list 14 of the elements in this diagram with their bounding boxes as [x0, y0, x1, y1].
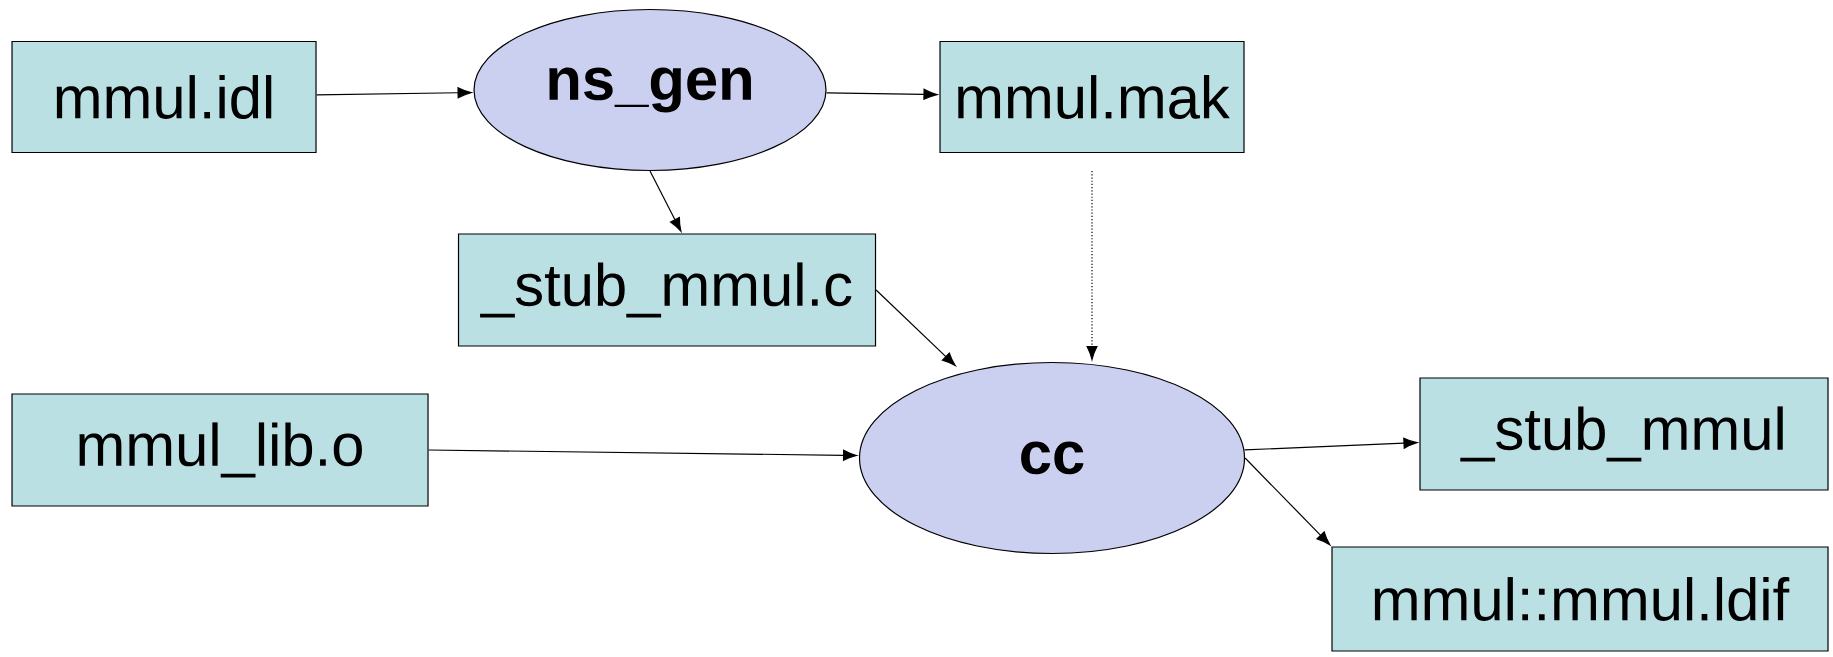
arrow: [1086, 170, 1098, 361]
arrow: [1244, 457, 1331, 546]
arrow: [649, 170, 682, 232]
arrow: [428, 449, 858, 461]
arrow: [825, 88, 938, 100]
file-box: mmul.mak: [939, 40, 1245, 154]
file-box: _stub_mmul.c: [457, 233, 877, 347]
file-box: mmul::mmul.ldif: [1331, 546, 1829, 652]
file-box: _stub_mmul: [1419, 377, 1829, 491]
arrow: [1243, 437, 1418, 451]
arrow: [875, 289, 956, 367]
arrow: [316, 87, 472, 99]
file-box: mmul_lib.o: [11, 393, 429, 507]
file-box: mmul.idl: [11, 40, 317, 154]
